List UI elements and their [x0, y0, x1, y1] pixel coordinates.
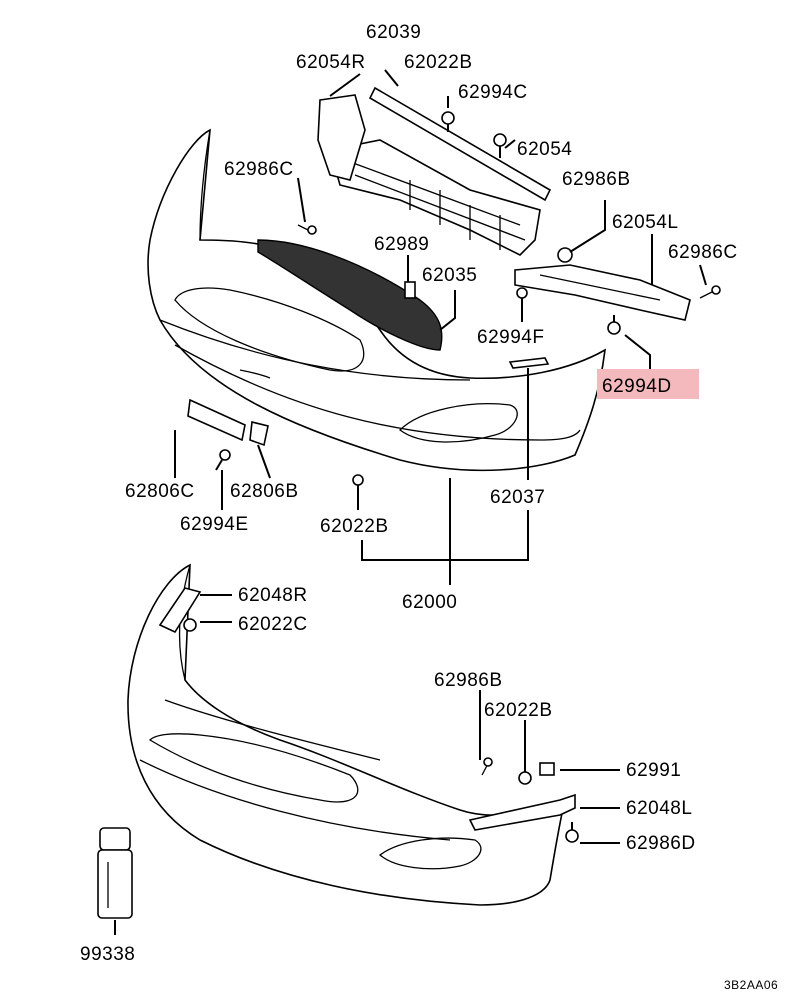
bracket-left: [514, 264, 691, 321]
label-62806B: 62806B: [230, 481, 299, 502]
label-62022B-mid: 62022B: [320, 516, 389, 537]
leader-lines-upper: [174, 69, 707, 585]
label-62000: 62000: [402, 592, 457, 613]
label-62039: 62039: [366, 22, 421, 43]
label-62986C-right: 62986C: [668, 242, 738, 263]
leader-lines-lower: [114, 594, 620, 935]
label-62054: 62054: [517, 139, 572, 160]
label-62991: 62991: [626, 760, 681, 781]
label-62994D: 62994D: [602, 376, 672, 397]
label-62022C: 62022C: [238, 614, 308, 635]
label-62048L: 62048L: [626, 798, 692, 819]
label-62054L: 62054L: [612, 212, 678, 233]
label-62986B-low: 62986B: [434, 670, 503, 691]
mesh-grille: [257, 239, 443, 351]
license-bracket: [187, 398, 269, 471]
highlight-62994D: [597, 369, 699, 399]
label-62986D: 62986D: [626, 833, 696, 854]
label-62989: 62989: [374, 234, 429, 255]
label-62035: 62035: [422, 265, 477, 286]
label-62048R: 62048R: [238, 585, 308, 606]
fasteners-lower: [158, 587, 579, 843]
label-62022B-top: 62022B: [404, 52, 473, 73]
label-62986C-left: 62986C: [224, 159, 294, 180]
label-62994E: 62994E: [180, 514, 249, 535]
diagram-code: 3B2AA06: [724, 978, 778, 992]
label-62022B-low: 62022B: [484, 700, 553, 721]
upper-bumper-cover: [147, 128, 606, 472]
label-62986B-top: 62986B: [562, 169, 631, 190]
label-62054R: 62054R: [296, 52, 366, 73]
label-62806C: 62806C: [125, 481, 195, 502]
touch-up-bottle: [97, 827, 133, 919]
lower-bumper-cover: [127, 563, 567, 906]
reinforcement-beam: [317, 86, 552, 256]
label-62994F: 62994F: [477, 327, 544, 348]
label-62994C: 62994C: [458, 82, 528, 103]
label-99338: 99338: [80, 944, 135, 965]
label-62037: 62037: [490, 487, 545, 508]
fasteners-upper: [297, 111, 721, 497]
